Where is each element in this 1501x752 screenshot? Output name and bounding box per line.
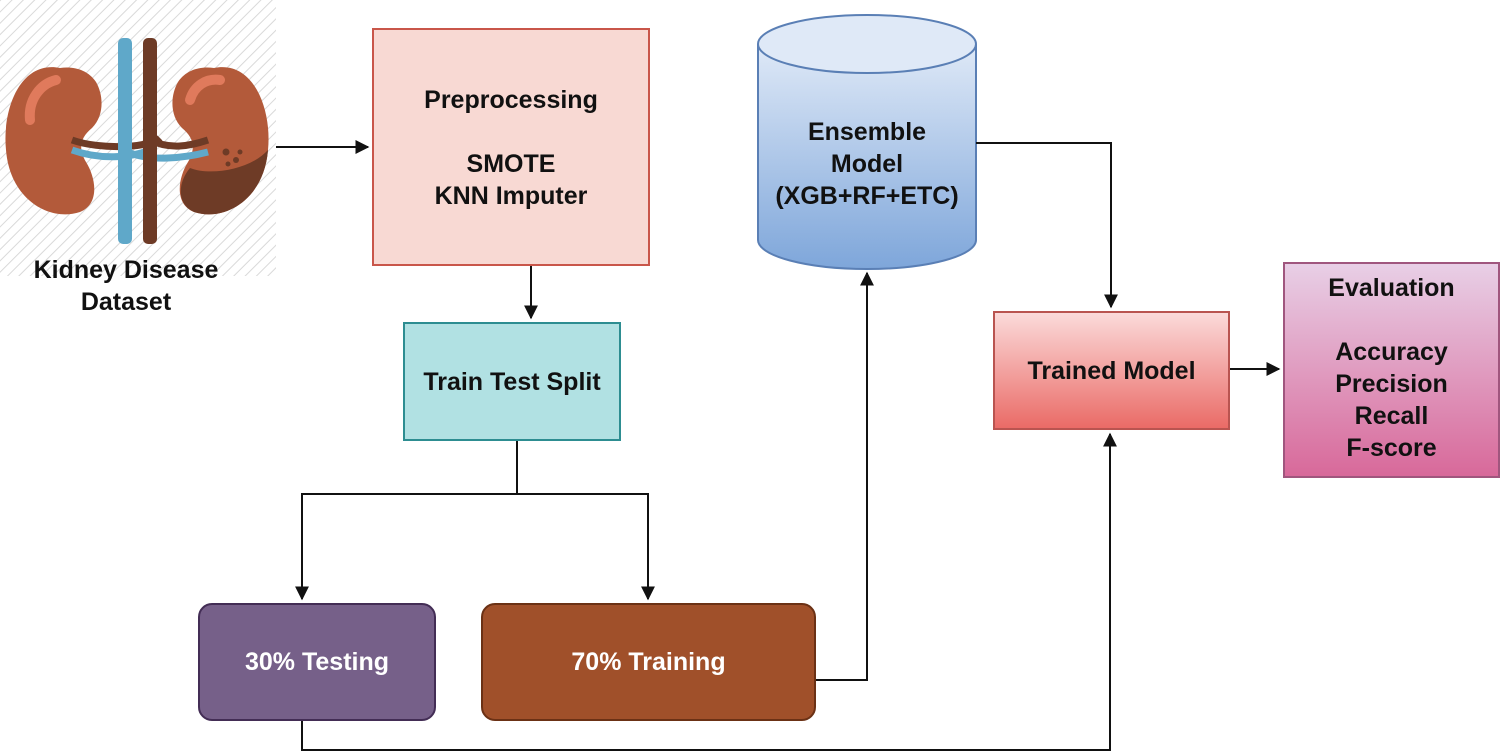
arrow-split-to-testing <box>295 441 518 601</box>
preprocessing-step-smote: SMOTE <box>466 150 556 178</box>
ensemble-line3: (XGB+RF+ETC) <box>775 182 959 210</box>
dataset-label: Kidney Disease Dataset <box>0 254 252 318</box>
arrow-testing-to-trained <box>301 432 1117 751</box>
ensemble-line2: Model <box>830 150 904 178</box>
kidneys-icon <box>0 0 276 276</box>
dataset-label-line2: Dataset <box>80 288 172 316</box>
training-box: 70% Training <box>481 603 816 721</box>
preprocessing-box: Preprocessing SMOTE KNN Imputer <box>372 28 650 266</box>
evaluation-box: Evaluation Accuracy Precision Recall F-s… <box>1283 262 1500 478</box>
preprocessing-step-knn: KNN Imputer <box>434 182 588 210</box>
metric-precision: Precision <box>1335 370 1448 398</box>
split-label: Train Test Split <box>423 367 601 396</box>
ensemble-model-label: Ensemble Model (XGB+RF+ETC) <box>758 116 976 212</box>
metric-recall: Recall <box>1354 402 1429 430</box>
trained-model-box: Trained Model <box>993 311 1230 430</box>
metric-accuracy: Accuracy <box>1335 338 1448 366</box>
ensemble-cylinder <box>757 14 977 270</box>
training-label: 70% Training <box>571 648 726 676</box>
testing-label: 30% Testing <box>244 648 390 676</box>
trained-model-label: Trained Model <box>1027 356 1196 385</box>
ensemble-line1: Ensemble <box>807 118 927 146</box>
arrow-training-to-ensemble <box>816 271 874 681</box>
metric-fscore: F-score <box>1346 434 1437 462</box>
train-test-split-box: Train Test Split <box>403 322 621 441</box>
evaluation-title: Evaluation <box>1328 274 1455 302</box>
testing-box: 30% Testing <box>198 603 436 721</box>
preprocessing-title: Preprocessing <box>424 86 598 114</box>
dataset-label-line1: Kidney Disease <box>33 256 219 284</box>
arrow-ensemble-to-trained <box>976 142 1118 309</box>
arrow-split-to-training <box>517 493 655 601</box>
